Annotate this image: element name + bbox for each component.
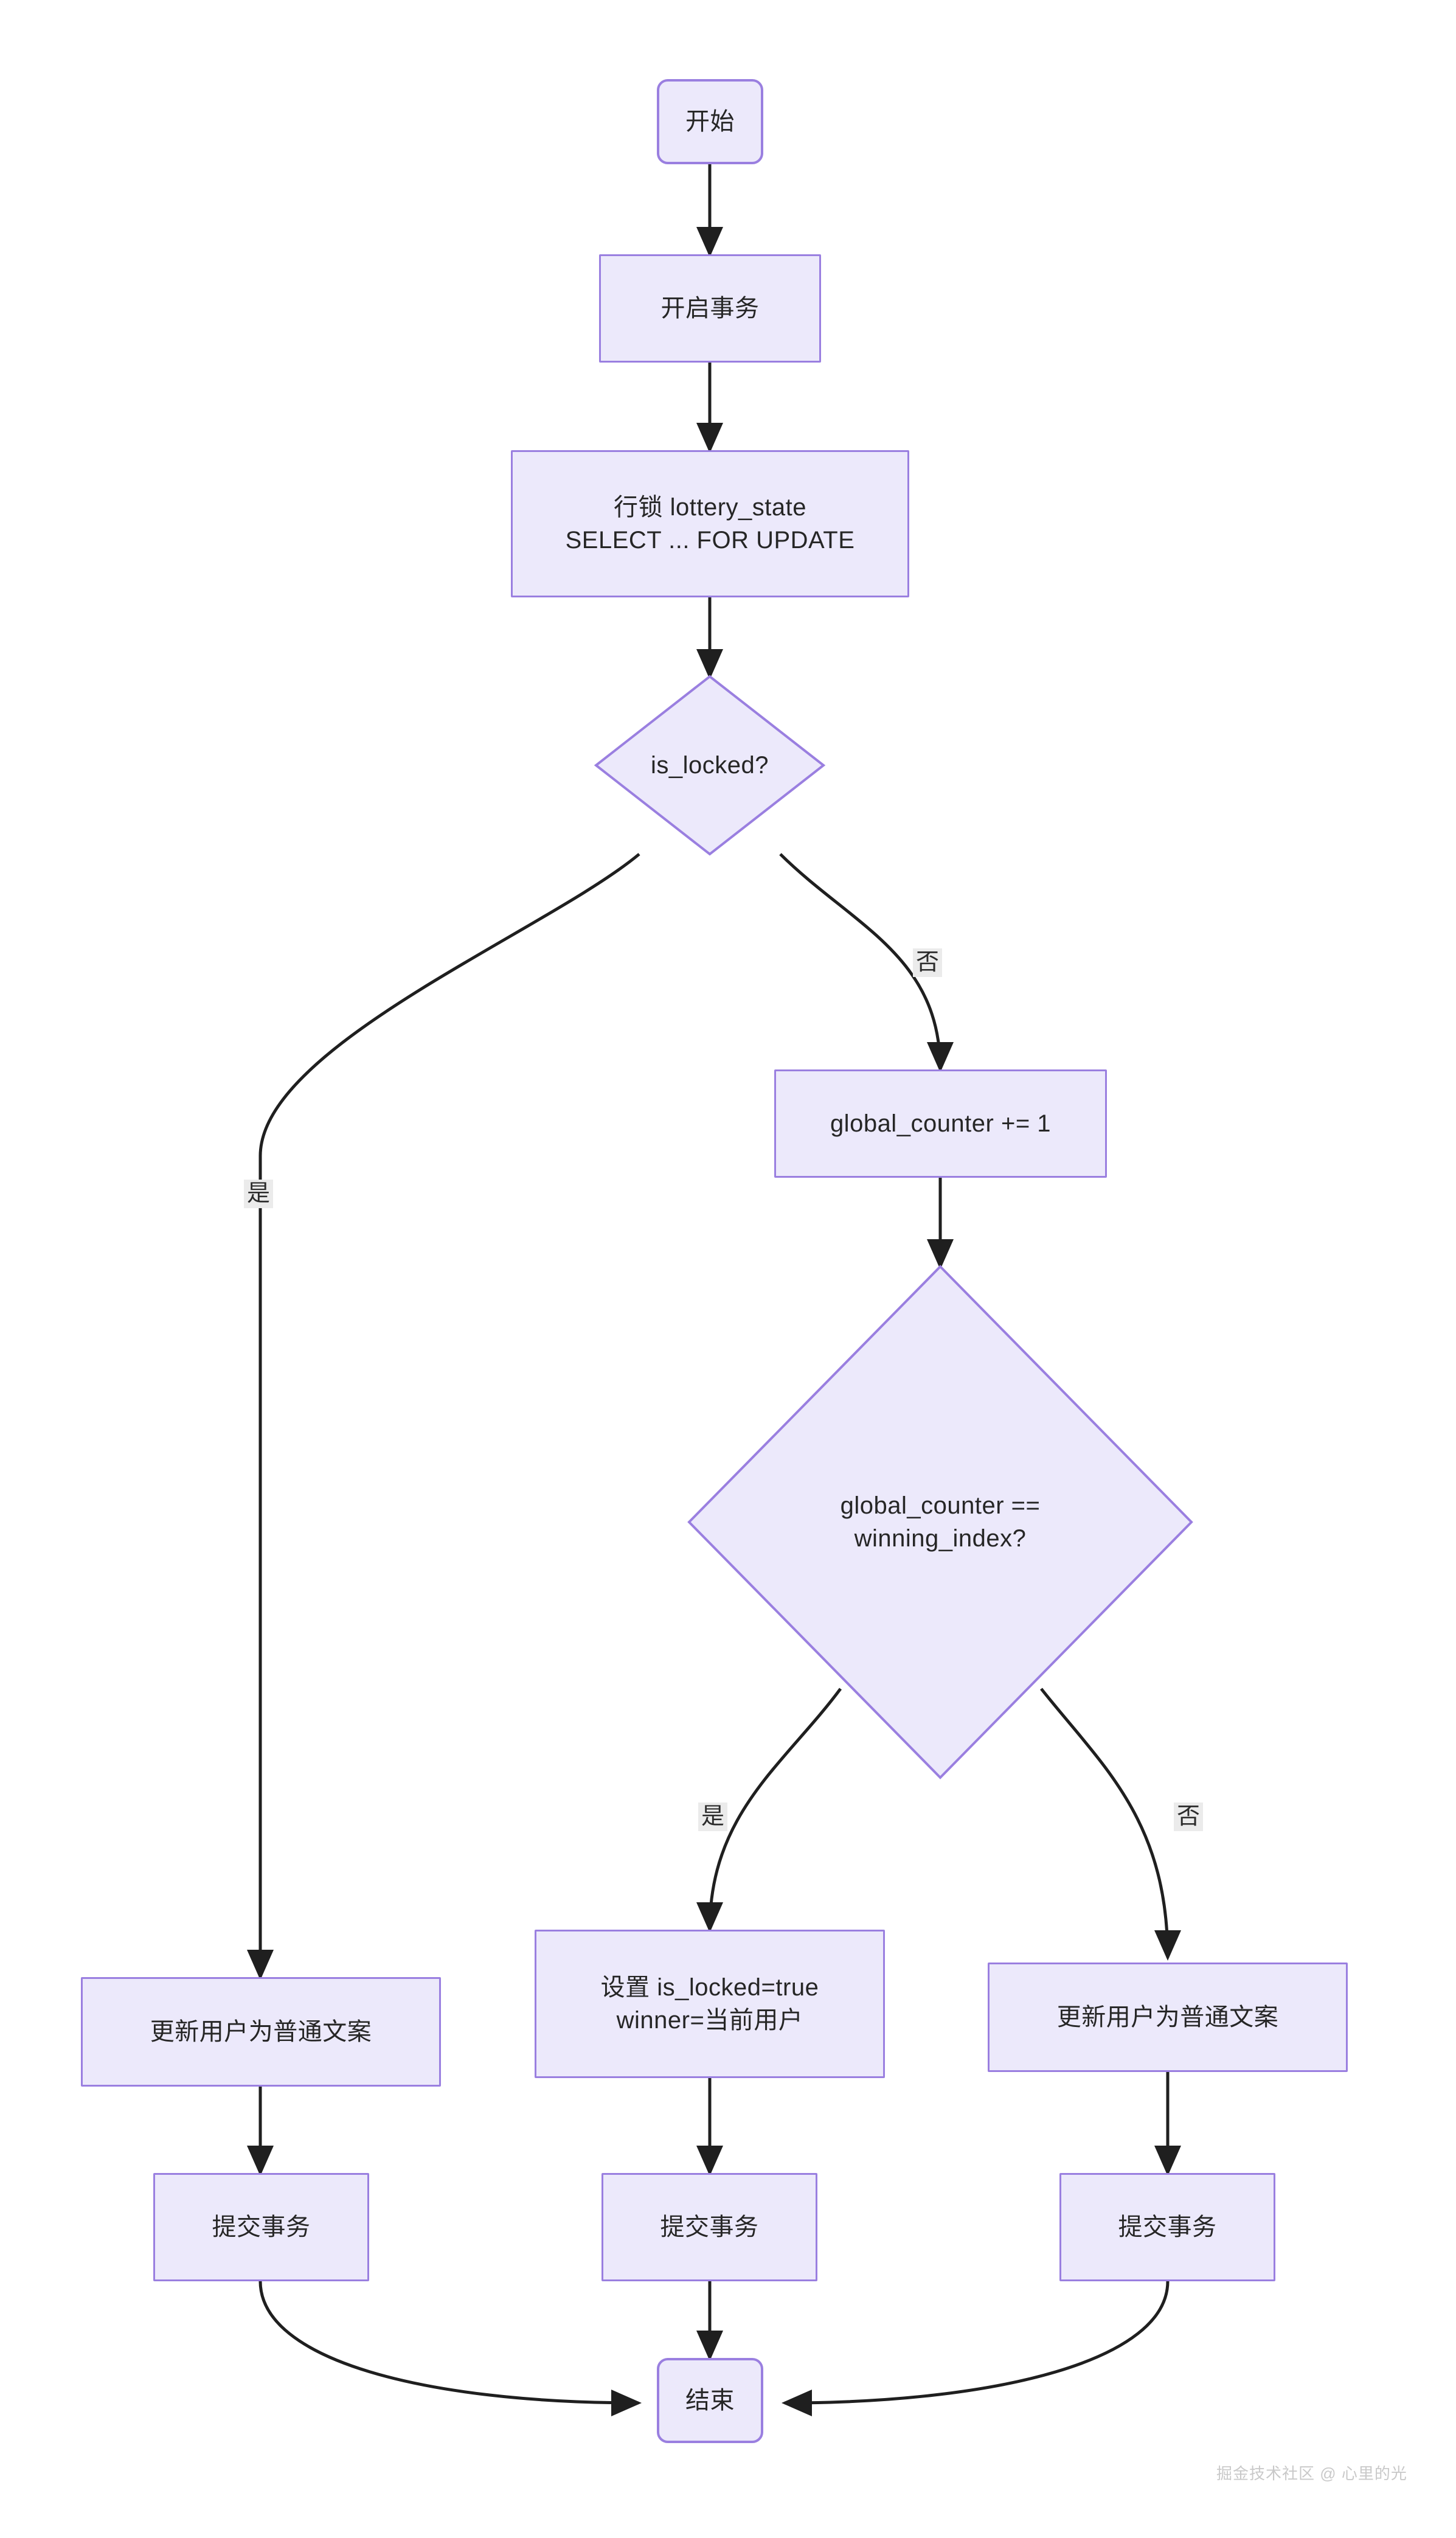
edge-is-locked-yes: [247, 853, 640, 1980]
node-update-user-left-label: 更新用户为普通文案: [150, 2018, 372, 2045]
node-row-lock[interactable]: 行锁 lottery_state SELECT ... FOR UPDATE: [511, 450, 909, 597]
node-commit-right-label: 提交事务: [1118, 2213, 1217, 2241]
node-commit-mid[interactable]: 提交事务: [601, 2173, 817, 2281]
node-end-label: 结束: [685, 2387, 735, 2414]
edge-is-winner-yes: [696, 1688, 842, 1933]
node-is-winner[interactable]: global_counter == winning_index?: [687, 1265, 1193, 1779]
edge-label-is-winner-yes: 是: [698, 1803, 728, 1832]
edge-is-locked-no: [779, 853, 954, 1073]
node-start-label: 开始: [685, 108, 735, 135]
node-update-user-right-label: 更新用户为普通文案: [1056, 2003, 1279, 2031]
node-end[interactable]: 结束: [657, 2358, 763, 2443]
node-start[interactable]: 开始: [657, 79, 763, 164]
edge-label-is-locked-yes: 是: [244, 1180, 274, 1209]
edge-label-is-locked-no: 否: [913, 948, 943, 978]
node-increment-counter-label: global_counter += 1: [830, 1110, 1052, 1137]
node-commit-left[interactable]: 提交事务: [153, 2173, 369, 2281]
node-begin-transaction-label: 开启事务: [660, 294, 760, 322]
node-row-lock-label: 行锁 lottery_state SELECT ... FOR UPDATE: [565, 493, 855, 554]
node-is-locked[interactable]: is_locked?: [594, 675, 826, 856]
node-commit-right[interactable]: 提交事务: [1059, 2173, 1275, 2281]
edge-label-is-winner-no: 否: [1174, 1803, 1204, 1832]
edge-commit-right-to-end: [782, 2281, 1170, 2416]
edge-commit-left-to-end: [258, 2281, 642, 2416]
node-set-winner[interactable]: 设置 is_locked=true winner=当前用户: [535, 1930, 885, 2078]
node-increment-counter[interactable]: global_counter += 1: [774, 1069, 1107, 1178]
node-update-user-left[interactable]: 更新用户为普通文案: [81, 1977, 441, 2087]
edge-is-winner-no: [1040, 1688, 1181, 1961]
node-commit-mid-label: 提交事务: [660, 2213, 759, 2241]
node-set-winner-label: 设置 is_locked=true winner=当前用户: [600, 1973, 819, 2034]
node-is-locked-label: is_locked?: [650, 751, 769, 779]
node-is-winner-label: global_counter == winning_index?: [840, 1492, 1041, 1552]
node-begin-transaction[interactable]: 开启事务: [599, 254, 821, 363]
watermark: 掘金技术社区 @ 心里的光: [1216, 2464, 1407, 2483]
node-commit-left-label: 提交事务: [212, 2213, 311, 2241]
node-update-user-right[interactable]: 更新用户为普通文案: [988, 1963, 1348, 2072]
